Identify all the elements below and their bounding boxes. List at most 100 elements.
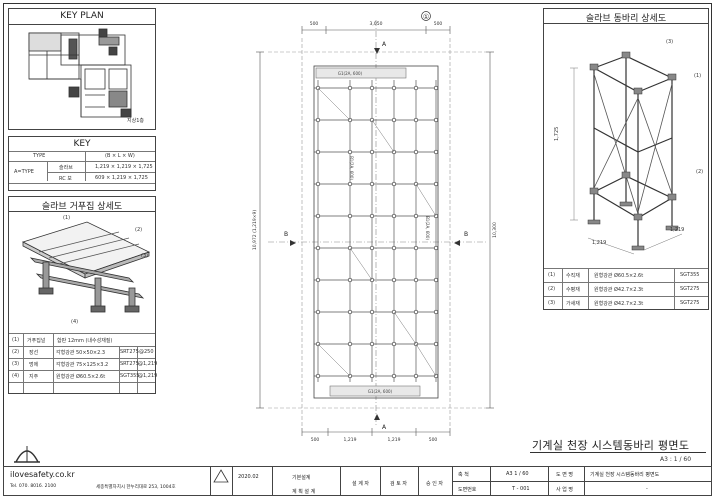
plan-beam-label-top: G1(2A, 600) xyxy=(338,71,363,76)
plan-dim-bottom-1: 500 xyxy=(311,437,320,443)
plan-dim-bottom-2: 1,219 xyxy=(344,437,357,443)
company-contact: Tel. 070. 8016. 2100 xyxy=(10,484,57,489)
tb-drawing-name-label: 도 면 명 xyxy=(556,472,573,478)
plan-brace-line xyxy=(415,343,437,377)
shoring-floor-plan: 500 3,050 500 500 1,219 1,219 500 10,972… xyxy=(252,11,498,443)
plan-post-node xyxy=(315,245,321,251)
plan-post-node xyxy=(369,149,375,155)
drawing-scale: A3 : 1 / 60 xyxy=(660,456,692,463)
plan-post-node xyxy=(433,181,439,187)
tb-role-designer: 설 계 자 xyxy=(352,481,369,487)
plan-post-node xyxy=(391,181,397,187)
plan-beam-label-bottom: G1(2A, 600) xyxy=(368,389,393,394)
plan-post-node xyxy=(347,277,353,283)
slab-callout-1: (1) xyxy=(63,215,71,221)
plan-dim-bottom-4: 500 xyxy=(429,437,438,443)
shoring-dim-width-2: 1,219 xyxy=(670,227,685,233)
plan-post-node xyxy=(315,149,321,155)
company-logo-icon xyxy=(14,446,40,463)
plan-post-node xyxy=(369,85,375,91)
shoring-detail-panel: 슬라브 동바리 상세도 xyxy=(543,8,709,310)
tb-scale-label: 축 척 xyxy=(458,472,469,478)
shoring-callout-3: (3) xyxy=(666,39,674,45)
shoring-row-1-name: 수직재 xyxy=(566,273,580,279)
slab-row-2-name: 장선 xyxy=(29,350,39,356)
seal-box xyxy=(213,469,229,483)
plan-dim-top-3: 500 xyxy=(434,21,443,27)
key-plan-floor-label: 지상1층 xyxy=(127,118,144,124)
tb-sheet-no-label: 도면번호 xyxy=(458,487,477,493)
plan-grid-bubble: ① xyxy=(423,13,429,21)
shoring-frame-isometric xyxy=(570,51,683,255)
slab-row-2-spec: 각형강관 50×50×2.3 xyxy=(56,350,106,356)
plan-dim-bottom-3: 1,219 xyxy=(388,437,401,443)
plan-post-node xyxy=(315,309,321,315)
plan-post-node xyxy=(369,213,375,219)
plan-dim-top-1: 500 xyxy=(310,21,319,27)
plan-brace-line xyxy=(317,87,351,121)
key-row-2-name: RC 보 xyxy=(59,176,72,182)
slab-row-4-spacing: @1,219 xyxy=(138,373,158,379)
plan-brace-line xyxy=(393,311,417,345)
plan-section-b-left: B xyxy=(284,231,288,238)
plan-post-node xyxy=(391,245,397,251)
plan-post-node xyxy=(369,341,375,347)
key-row-1-name: 슬라브 xyxy=(59,165,73,171)
plan-brace-line xyxy=(415,183,437,217)
plan-section-b-right: B xyxy=(464,231,468,238)
plan-dim-top-2: 3,050 xyxy=(370,21,383,27)
slab-row-1-name: 거푸집널 xyxy=(27,338,46,344)
tb-date: 2020.02 xyxy=(238,474,259,480)
plan-post-node xyxy=(433,309,439,315)
shoring-row-3-spec: 원형강관 Ø42.7×2.3t xyxy=(594,301,644,307)
plan-post-node xyxy=(433,149,439,155)
key-plan-panel: KEY PLAN 지상1층 xyxy=(8,8,156,130)
plan-post-node xyxy=(347,85,353,91)
slab-row-1-spec: 합판 12mm (내수성재질) xyxy=(57,338,113,344)
shoring-dim-height: 1,725 xyxy=(554,126,560,141)
plan-section-marker xyxy=(374,414,380,420)
slab-row-4-no: (4) xyxy=(12,373,20,379)
company-site: ilovesafety.co.kr xyxy=(10,470,75,479)
plan-post-node xyxy=(347,341,353,347)
plan-brace-line xyxy=(317,343,351,377)
key-plan-title: KEY PLAN xyxy=(60,11,104,21)
slab-detail-panel: 슬라브 거푸집 상세도 (1) (2) (3) (4) (1) 거푸집널 합판 xyxy=(8,196,158,394)
plan-post-node xyxy=(391,277,397,283)
plan-post-node xyxy=(433,277,439,283)
plan-post-node xyxy=(391,373,397,379)
slab-callout-2: (2) xyxy=(135,227,143,233)
plan-post-node xyxy=(413,149,419,155)
plan-post-node xyxy=(315,181,321,187)
plan-post-node xyxy=(433,85,439,91)
shoring-dim-width-1: 1,219 xyxy=(592,240,607,246)
shoring-row-2-code: SGT275 xyxy=(680,286,700,292)
company-address: 세종특별자치시 한누리대로 253, 1004호 xyxy=(96,485,176,490)
tb-scale-value: A3 1 / 60 xyxy=(506,471,529,477)
slab-row-1-no: (1) xyxy=(12,337,20,343)
plan-brace-line xyxy=(371,119,395,153)
slab-row-3-spacing: @1,219 xyxy=(138,361,158,367)
tb-project: - xyxy=(646,486,648,492)
key-type-label: A=TYPE xyxy=(14,169,34,175)
slab-row-4-spec: 원형강관 Ø60.5×2.6t xyxy=(56,374,106,380)
slab-detail-title: 슬라브 거푸집 상세도 xyxy=(41,202,123,212)
tb-sheet-no: T - 001 xyxy=(512,486,530,492)
slab-row-2-no: (2) xyxy=(12,349,20,355)
plan-col-label-2: B1(2A, 600) xyxy=(425,216,430,240)
plan-post-node xyxy=(347,309,353,315)
key-row-1-dims: 1,219 × 1,219 × 1,725 xyxy=(95,164,153,170)
plan-post-node xyxy=(433,117,439,123)
tb-role-approver: 승 인 자 xyxy=(426,481,443,487)
slab-row-4-name: 지주 xyxy=(29,374,39,380)
slab-row-3-spec: 각형강관 75×125×3.2 xyxy=(56,362,109,368)
plan-dim-right: 10,300 xyxy=(492,222,498,238)
plan-brace-line xyxy=(349,247,373,281)
plan-post-node xyxy=(315,213,321,219)
shoring-row-2-no: (2) xyxy=(548,286,556,292)
plan-grid-bubble-circle xyxy=(421,11,431,21)
shoring-row-2-name: 수평재 xyxy=(566,287,580,293)
plan-post-node xyxy=(413,213,419,219)
tb-drawing-name: 기계실 천장 시스템동바리 평면도 xyxy=(590,472,660,478)
key-header-type: TYPE xyxy=(33,153,46,159)
